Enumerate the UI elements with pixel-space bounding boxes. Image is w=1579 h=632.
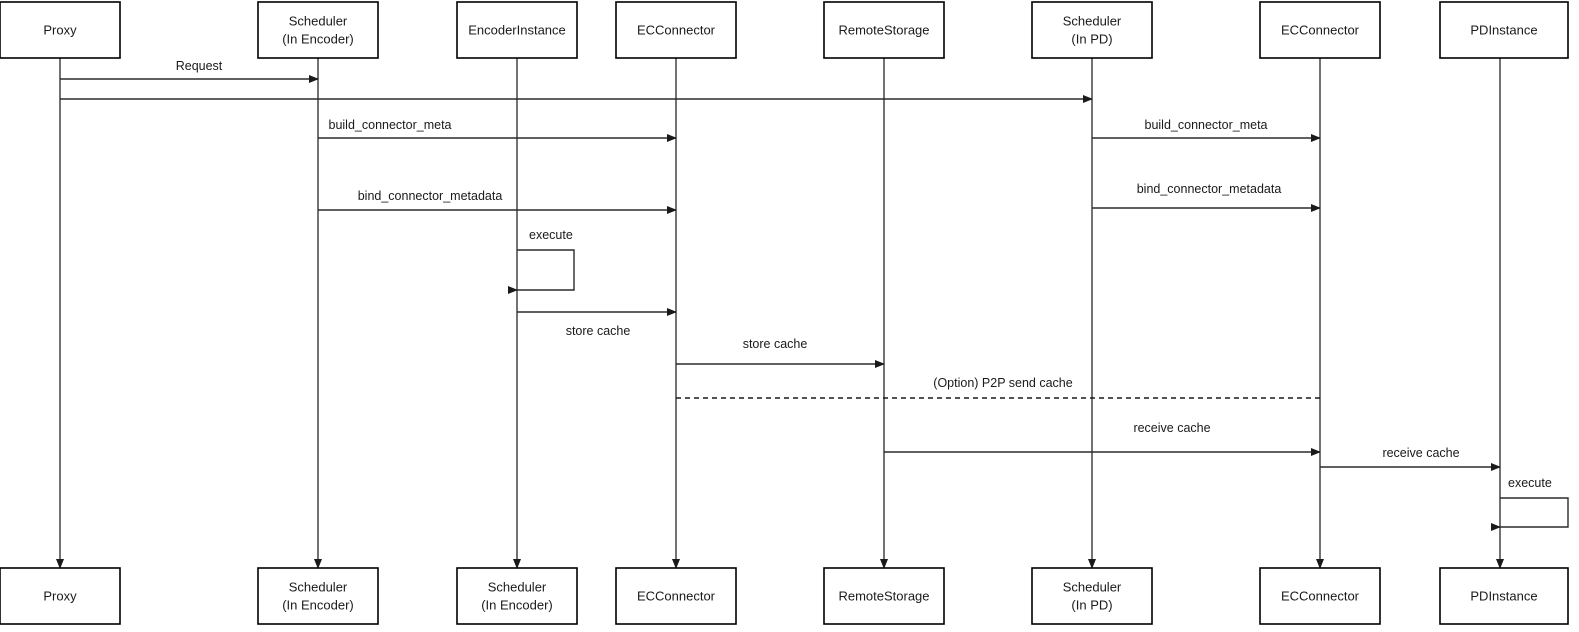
actor-header-scheduler-pd[interactable]: Scheduler (In PD): [1031, 1, 1153, 59]
message-label-bind-connector-meta-enc: bind_connector_metadata: [358, 189, 503, 203]
message-label-p2p-send-cache: (Option) P2P send cache: [933, 376, 1072, 390]
actor-header-box-encoder-instance: [456, 1, 578, 59]
self-message-execute-pdinstance[interactable]: execute: [1491, 476, 1569, 531]
message-label-store-cache-remote: store cache: [743, 337, 808, 351]
actor-footer-box-ec-connector-left: [615, 567, 737, 625]
self-message-path-execute-encoder: [508, 249, 575, 294]
actor-footer-box-scheduler-encoder: [257, 567, 379, 625]
actor-header-remote-storage[interactable]: RemoteStorage: [823, 1, 945, 59]
actor-header-proxy[interactable]: Proxy: [0, 1, 121, 59]
actor-header-label-encoder-instance: EncoderInstance: [468, 22, 566, 37]
actor-footer-remote-storage[interactable]: RemoteStorage: [823, 567, 945, 625]
actor-header-scheduler-encoder[interactable]: Scheduler (In Encoder): [257, 1, 379, 59]
actor-header-box-pd-instance: [1439, 1, 1569, 59]
message-receive-cache-remote[interactable]: receive cache: [884, 421, 1321, 456]
actor-footer-label-scheduler-pd: Scheduler: [1063, 579, 1122, 594]
message-label-build-connector-meta-pd: build_connector_meta: [1145, 118, 1268, 132]
actor-footer-scheduler-encoder[interactable]: Scheduler (In Encoder): [257, 567, 379, 625]
self-message-label-execute-pdinstance: execute: [1508, 476, 1552, 490]
actor-footer-ec-connector-left[interactable]: ECConnector: [615, 567, 737, 625]
message-receive-cache-pd[interactable]: receive cache: [1320, 446, 1501, 471]
message-build-connector-meta-pd[interactable]: build_connector_meta: [1092, 118, 1321, 142]
footer-actors-layer: Proxy Scheduler (In Encoder) Scheduler (In E…: [0, 567, 1569, 625]
actor-header-box-proxy: [0, 1, 121, 59]
actor-header-box-ec-connector-left: [615, 1, 737, 59]
message-bind-connector-meta-pd[interactable]: bind_connector_metadata: [1092, 182, 1321, 212]
actor-header-ec-connector-left[interactable]: ECConnector: [615, 1, 737, 59]
actor-header-pd-instance[interactable]: PDInstance: [1439, 1, 1569, 59]
actor-footer-label-ec-connector-right: ECConnector: [1281, 588, 1360, 603]
actor-header-box-scheduler-pd: [1031, 1, 1153, 59]
actor-header-encoder-instance[interactable]: EncoderInstance: [456, 1, 578, 59]
actor-header-box-ec-connector-right: [1259, 1, 1381, 59]
message-label-receive-cache-pd: receive cache: [1382, 446, 1459, 460]
self-messages-layer: execute execute: [508, 228, 1569, 531]
self-message-execute-encoder[interactable]: execute: [508, 228, 575, 294]
actor-header-label-ec-connector-left: ECConnector: [637, 22, 716, 37]
actor-header-label-pd-instance: PDInstance: [1470, 22, 1537, 37]
actor-footer-label-ec-connector-left: ECConnector: [637, 588, 716, 603]
actor-header-ec-connector-right[interactable]: ECConnector: [1259, 1, 1381, 59]
actor-footer-sublabel-scheduler-pd: (In PD): [1071, 597, 1112, 612]
actor-footer-box-pd-instance: [1439, 567, 1569, 625]
actor-footer-box-ec-connector-right: [1259, 567, 1381, 625]
actor-footer-scheduler-pd[interactable]: Scheduler (In PD): [1031, 567, 1153, 625]
actor-footer-box-scheduler-pd: [1031, 567, 1153, 625]
actor-header-box-remote-storage: [823, 1, 945, 59]
actor-footer-pd-instance[interactable]: PDInstance: [1439, 567, 1569, 625]
actor-header-label-ec-connector-right: ECConnector: [1281, 22, 1360, 37]
actor-footer-box-proxy: [0, 567, 121, 625]
actor-footer-label-scheduler-encoder: Scheduler: [289, 579, 348, 594]
message-label-store-cache-enc: store cache: [566, 324, 631, 338]
actor-header-label-scheduler-pd: Scheduler: [1063, 13, 1122, 28]
actor-footer-box-remote-storage: [823, 567, 945, 625]
actor-footer-label-remote-storage: RemoteStorage: [838, 588, 929, 603]
message-request[interactable]: Request: [60, 59, 319, 83]
message-label-bind-connector-meta-pd: bind_connector_metadata: [1137, 182, 1282, 196]
actor-footer-label-encoder-instance: Scheduler: [488, 579, 547, 594]
lifelines-layer: [56, 58, 1504, 569]
actor-footer-encoder-instance[interactable]: Scheduler (In Encoder): [456, 567, 578, 625]
message-build-connector-meta-enc[interactable]: build_connector_meta: [318, 118, 677, 142]
message-bind-connector-meta-enc[interactable]: bind_connector_metadata: [318, 189, 677, 214]
actor-header-sublabel-scheduler-encoder: (In Encoder): [282, 31, 354, 46]
header-actors-layer: Proxy Scheduler (In Encoder) EncoderInstanc…: [0, 1, 1569, 59]
actor-header-label-remote-storage: RemoteStorage: [838, 22, 929, 37]
actor-footer-box-encoder-instance: [456, 567, 578, 625]
self-message-path-execute-pdinstance: [1491, 497, 1569, 531]
actor-header-label-scheduler-encoder: Scheduler: [289, 13, 348, 28]
message-label-request: Request: [176, 59, 223, 73]
message-p2p-send-cache[interactable]: (Option) P2P send cache: [676, 376, 1320, 399]
actor-footer-label-proxy: Proxy: [43, 588, 77, 603]
message-store-cache-remote[interactable]: store cache: [676, 337, 885, 368]
actor-footer-sublabel-encoder-instance: (In Encoder): [481, 597, 553, 612]
actor-header-box-scheduler-encoder: [257, 1, 379, 59]
actor-header-label-proxy: Proxy: [43, 22, 77, 37]
message-label-build-connector-meta-enc: build_connector_meta: [329, 118, 452, 132]
message-label-receive-cache-remote: receive cache: [1133, 421, 1210, 435]
actor-header-sublabel-scheduler-pd: (In PD): [1071, 31, 1112, 46]
actor-footer-sublabel-scheduler-encoder: (In Encoder): [282, 597, 354, 612]
actor-footer-proxy[interactable]: Proxy: [0, 567, 121, 625]
message-store-cache-enc[interactable]: store cache: [517, 308, 677, 338]
self-message-label-execute-encoder: execute: [529, 228, 573, 242]
actor-footer-ec-connector-right[interactable]: ECConnector: [1259, 567, 1381, 625]
messages-layer: Request build_connector_meta build_connect…: [60, 59, 1501, 471]
actor-footer-label-pd-instance: PDInstance: [1470, 588, 1537, 603]
